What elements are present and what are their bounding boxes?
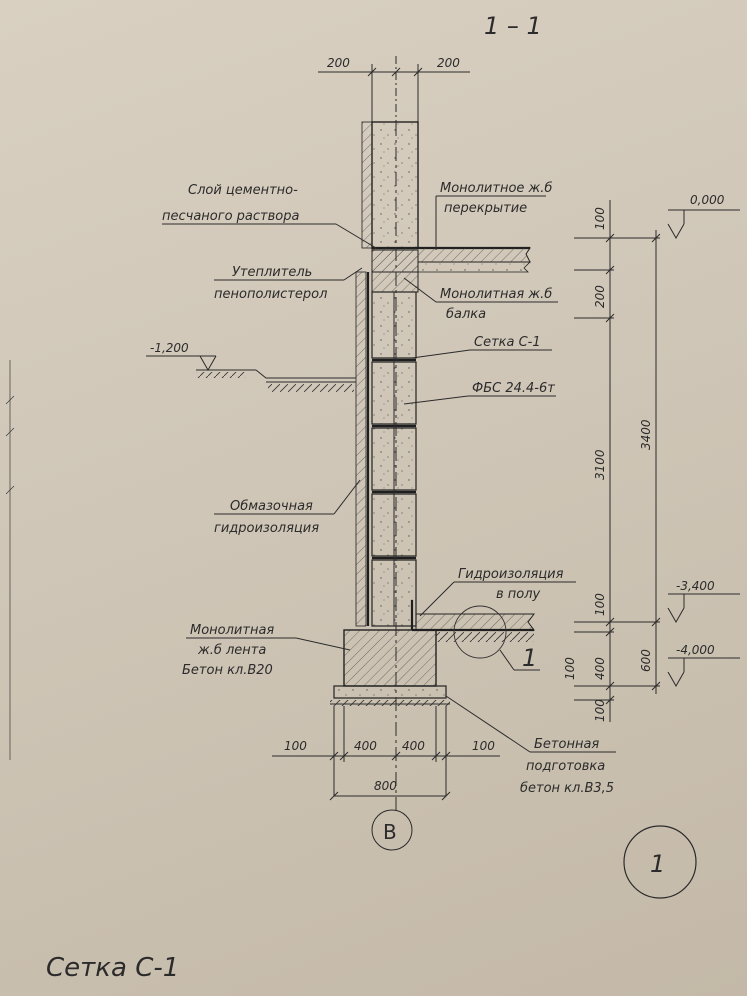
fbs-blocks xyxy=(355,271,417,627)
vertical-dims-inner: 100 200 3100 100 400 100 100 xyxy=(563,200,660,722)
callout-strip: Монолитная ж.б лента Бетон кл.В20 xyxy=(182,623,351,678)
vdim-3400: 3400 xyxy=(639,419,653,450)
label-insul-2: пенополистерол xyxy=(214,287,327,302)
label-floorwp-2: в полу xyxy=(496,587,541,602)
vdim-100d: 100 xyxy=(593,699,607,722)
floor-soil xyxy=(436,632,534,642)
dim-top-right: 200 xyxy=(437,56,460,70)
strip-footing xyxy=(330,629,450,706)
level-marks: 0,000 -3,400 -4,000 xyxy=(667,193,740,688)
vertical-dims-outer: 3400 600 xyxy=(639,230,661,694)
label-coat-2: гидроизоляция xyxy=(214,521,319,536)
label-beam-2: балка xyxy=(446,307,486,322)
bdim-r100: 100 xyxy=(472,739,495,753)
label-prep-2: подготовка xyxy=(526,759,605,774)
slab xyxy=(371,247,531,293)
callout-insulation: Утеплитель пенополистерол xyxy=(214,265,363,302)
callout-mortar: Слой цементно- песчаного раствора xyxy=(162,183,377,249)
ground-line: -1,200 xyxy=(146,341,356,392)
floor-slab: 1 xyxy=(410,600,540,672)
callout-preparation: Бетонная подготовка бетон кл.В3,5 xyxy=(445,695,616,796)
footer-mesh-title: Сетка С-1 xyxy=(46,953,179,983)
vdim-3100: 3100 xyxy=(593,449,607,480)
axis-bubble: В xyxy=(371,809,413,851)
callout-fbs: ФБС 24.4-6т xyxy=(403,381,556,405)
axis-label: В xyxy=(383,820,397,844)
label-strip-3: Бетон кл.В20 xyxy=(182,663,273,678)
label-mesh: Сетка С-1 xyxy=(474,335,541,350)
label-beam-1: Монолитная ж.б xyxy=(440,287,552,302)
left-edge-dims xyxy=(5,360,15,760)
section-title: 1 – 1 xyxy=(484,12,542,40)
vdim-100b: 100 xyxy=(593,593,607,616)
label-strip-2: ж.б лента xyxy=(197,643,266,658)
level-top: 0,000 xyxy=(690,193,725,207)
level-ground: -1,200 xyxy=(150,341,189,355)
callout-mesh: Сетка С-1 xyxy=(411,335,552,359)
callout-coating: Обмазочная гидроизоляция xyxy=(214,479,361,536)
label-strip-1: Монолитная xyxy=(190,623,274,638)
node-number: 1 xyxy=(522,644,537,672)
vdim-600: 600 xyxy=(639,649,653,672)
vdim-100c: 100 xyxy=(563,657,577,680)
label-coat-1: Обмазочная xyxy=(230,499,313,514)
sheet-number: 1 xyxy=(623,825,697,899)
level-floor: -3,400 xyxy=(676,579,715,593)
label-slab-2: перекрытие xyxy=(444,201,527,216)
callout-floor-waterproofing: Гидроизоляция в полу xyxy=(419,567,576,617)
dim-top-left: 200 xyxy=(327,56,350,70)
bdim-l400: 400 xyxy=(354,739,377,753)
label-floorwp-1: Гидроизоляция xyxy=(458,567,564,582)
sheet-number-text: 1 xyxy=(650,850,665,878)
label-mortar-2: песчаного раствора xyxy=(162,209,299,224)
vdim-400: 400 xyxy=(593,657,607,680)
vdim-200: 200 xyxy=(593,285,607,308)
label-prep-3: бетон кл.В3,5 xyxy=(520,781,614,796)
bdim-l100: 100 xyxy=(284,739,307,753)
bdim-r400: 400 xyxy=(402,739,425,753)
vdim-100a: 100 xyxy=(593,207,607,230)
label-insul-1: Утеплитель xyxy=(232,265,312,280)
callout-beam: Монолитная ж.б балка xyxy=(403,277,558,322)
callout-slab: Монолитное ж.б перекрытие xyxy=(435,181,552,250)
label-slab-1: Монолитное ж.б xyxy=(440,181,552,196)
bottom-dims: 100 400 400 100 800 xyxy=(272,706,500,801)
bdim-total: 800 xyxy=(374,779,397,793)
label-fbs: ФБС 24.4-6т xyxy=(472,381,555,396)
label-mortar-1: Слой цементно- xyxy=(188,183,298,198)
label-prep-1: Бетонная xyxy=(534,737,599,752)
top-dimension: 200 200 xyxy=(318,56,470,122)
level-bottom: -4,000 xyxy=(676,643,715,657)
